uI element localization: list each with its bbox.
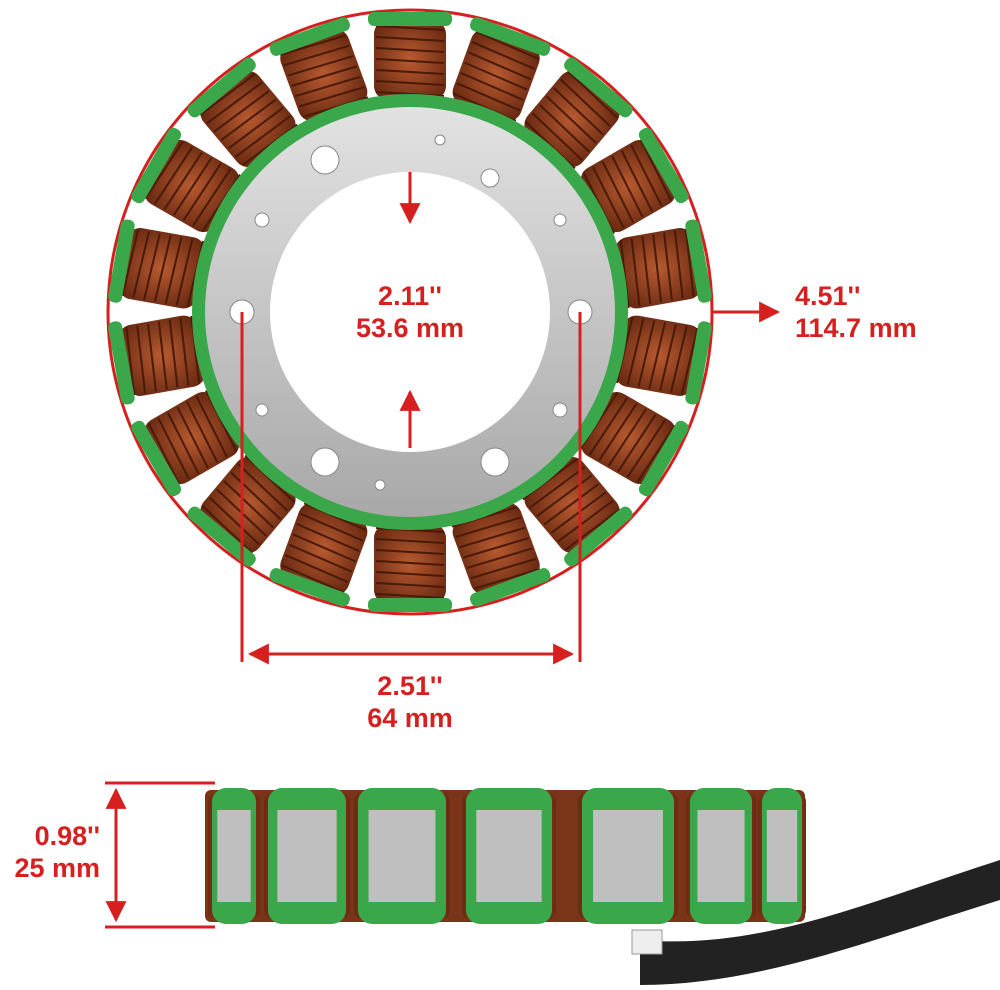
coil xyxy=(269,17,369,122)
wire-connector xyxy=(631,929,663,955)
coil xyxy=(614,315,712,405)
coil xyxy=(580,127,689,234)
coil xyxy=(108,315,206,405)
side-pole xyxy=(758,788,806,924)
coil xyxy=(368,12,452,100)
inner-hole xyxy=(270,172,550,452)
coil xyxy=(614,219,712,309)
bolt-hole xyxy=(255,403,269,417)
inner-diameter-label: 2.11'' 53.6 mm xyxy=(320,280,500,344)
coil xyxy=(187,57,298,168)
bolt-hole xyxy=(310,447,340,477)
outer-diameter-mm: 114.7 mm xyxy=(795,313,917,343)
coil xyxy=(187,454,296,567)
side-pole xyxy=(354,788,450,924)
bolt-hole xyxy=(553,213,567,227)
thickness-label: 0.98'' 25 mm xyxy=(0,820,100,884)
bolt-hole xyxy=(310,145,340,175)
side-pole xyxy=(264,788,350,924)
coil xyxy=(108,219,206,309)
bolt-hole xyxy=(374,479,386,491)
thickness-mm: 25 mm xyxy=(14,853,100,883)
side-pole xyxy=(208,788,260,924)
inner-diameter-inch: 2.11'' xyxy=(378,281,442,311)
coil-ring xyxy=(108,12,712,612)
bolt-spacing-mm: 64 mm xyxy=(367,703,453,733)
coil xyxy=(524,57,633,170)
coil xyxy=(269,502,368,607)
coil xyxy=(368,524,452,612)
bolt-hole xyxy=(434,134,446,146)
outer-diameter-label: 4.51'' 114.7 mm xyxy=(795,280,985,344)
side-pole xyxy=(578,788,678,924)
bolt-spacing-inch: 2.51'' xyxy=(377,671,443,701)
outer-diameter-inch: 4.51'' xyxy=(795,281,861,311)
thickness-inch: 0.98'' xyxy=(34,821,100,851)
bolt-hole xyxy=(254,212,270,228)
bolt-hole xyxy=(480,447,510,477)
side-pole xyxy=(686,788,756,924)
stator-side-view xyxy=(105,781,1000,985)
bolt-holes xyxy=(229,134,593,491)
bolt-hole xyxy=(552,402,568,418)
bolt-spacing-label: 2.51'' 64 mm xyxy=(320,670,500,734)
coil xyxy=(452,17,551,122)
coil xyxy=(131,127,241,233)
side-pole xyxy=(462,788,556,924)
bolt-hole xyxy=(480,168,500,188)
wire-harness xyxy=(640,860,1000,985)
coil xyxy=(131,390,240,497)
inner-diameter-mm: 53.6 mm xyxy=(355,313,465,343)
